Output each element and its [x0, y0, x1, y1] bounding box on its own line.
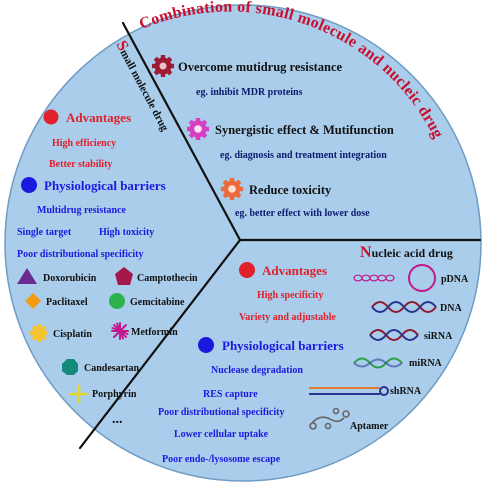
nucleic-type-name: miRNA: [409, 358, 443, 369]
diagram-circle: [4, 4, 482, 482]
nucleic-type-name: pDNA: [441, 274, 469, 285]
red-bullet-icon: [43, 109, 59, 125]
nucleic-barriers-title: Physiological barriers: [222, 338, 344, 353]
combination-section: Overcome mutidrug resistance eg. inhibit…: [152, 55, 394, 219]
small-advantages-title: Advantages: [66, 110, 131, 125]
nucleic-title: Nucleic acid drug: [360, 244, 453, 261]
combination-item-example: eg. better effect with lower dose: [235, 208, 370, 219]
sirna-helix-icon: [369, 329, 419, 341]
small-barrier: Multidrug resistance: [37, 205, 127, 216]
blue-bullet-icon: [198, 337, 214, 353]
sector-dividers: [78, 21, 482, 450]
nucleic-type-name: Aptamer: [350, 421, 389, 432]
small-barrier: Poor distributional specificity: [17, 249, 143, 260]
combination-item-title: Reduce toxicity: [249, 183, 332, 197]
nucleic-type-name: siRNA: [424, 331, 453, 342]
drug-name: Paclitaxel: [46, 297, 88, 308]
nucleic-advantage: Variety and adjustable: [239, 312, 336, 323]
combination-item-title: Synergistic effect & Mutifunction: [215, 123, 394, 137]
small-barriers-title: Physiological barriers: [44, 178, 166, 193]
drug-name: Candesartan: [84, 363, 139, 374]
small-barrier: High toxicity: [99, 227, 154, 238]
yellow-gear-icon: [30, 324, 48, 342]
nucleic-advantage: High specificity: [257, 290, 323, 301]
blue-bullet-icon: [21, 177, 37, 193]
combination-item-example: eg. inhibit MDR proteins: [196, 87, 303, 98]
small-advantage: Better stability: [49, 159, 112, 170]
nucleic-barrier: RES capture: [203, 389, 258, 400]
nucleic-barrier: Poor endo-/lysosome escape: [162, 454, 281, 465]
nucleic-barrier: Nuclease degradation: [211, 365, 303, 376]
yellow-cross-icon: [69, 384, 89, 404]
aptamer-icon: [309, 407, 350, 430]
magenta-star-icon: [111, 322, 129, 340]
gear-dark-red-icon: [152, 55, 174, 77]
drug-name: Gemcitabine: [130, 297, 185, 308]
drug-name: Porphyrin: [92, 389, 137, 400]
nucleic-barrier: Lower cellular uptake: [174, 429, 269, 440]
green-circle-icon: [109, 293, 125, 309]
nucleic-advantages-title: Advantages: [262, 263, 327, 278]
drug-name: Doxorubicin: [43, 273, 97, 284]
orange-diamond-icon: [25, 293, 41, 309]
small-barrier: Single target: [17, 227, 72, 238]
purple-triangle-icon: [17, 268, 37, 284]
drug-name: Metformin: [131, 327, 178, 338]
combination-item-title: Overcome mutidrug resistance: [178, 60, 343, 74]
gear-orange-icon: [221, 178, 243, 200]
gear-magenta-icon: [187, 118, 209, 140]
small-advantage: High efficiency: [52, 138, 116, 149]
red-bullet-icon: [239, 262, 255, 278]
crimson-pentagon-icon: [115, 267, 133, 285]
combination-item-example: eg. diagnosis and treatment integration: [220, 150, 387, 161]
dna-helix-icon: [371, 301, 437, 313]
drug-name: Cisplatin: [53, 329, 92, 340]
nucleic-barrier: Poor distributional specificity: [158, 407, 284, 418]
nucleic-type-name: DNA: [440, 303, 462, 314]
nucleic-acid-section: Nucleic acid drug Advantages High specif…: [158, 244, 469, 465]
more-drugs-ellipsis: ...: [112, 412, 123, 427]
nucleic-type-name: shRNA: [390, 386, 422, 397]
mirna-wave-icon: [353, 357, 403, 369]
teal-octagon-icon: [62, 359, 78, 375]
shrna-hairpin-icon: [309, 386, 389, 396]
divider-bottom-left: [78, 238, 242, 450]
divider-top: [121, 21, 242, 242]
plasmid-icon: [408, 264, 436, 292]
bead-chain-icon: [353, 274, 395, 282]
drug-name: Camptothecin: [137, 273, 198, 284]
